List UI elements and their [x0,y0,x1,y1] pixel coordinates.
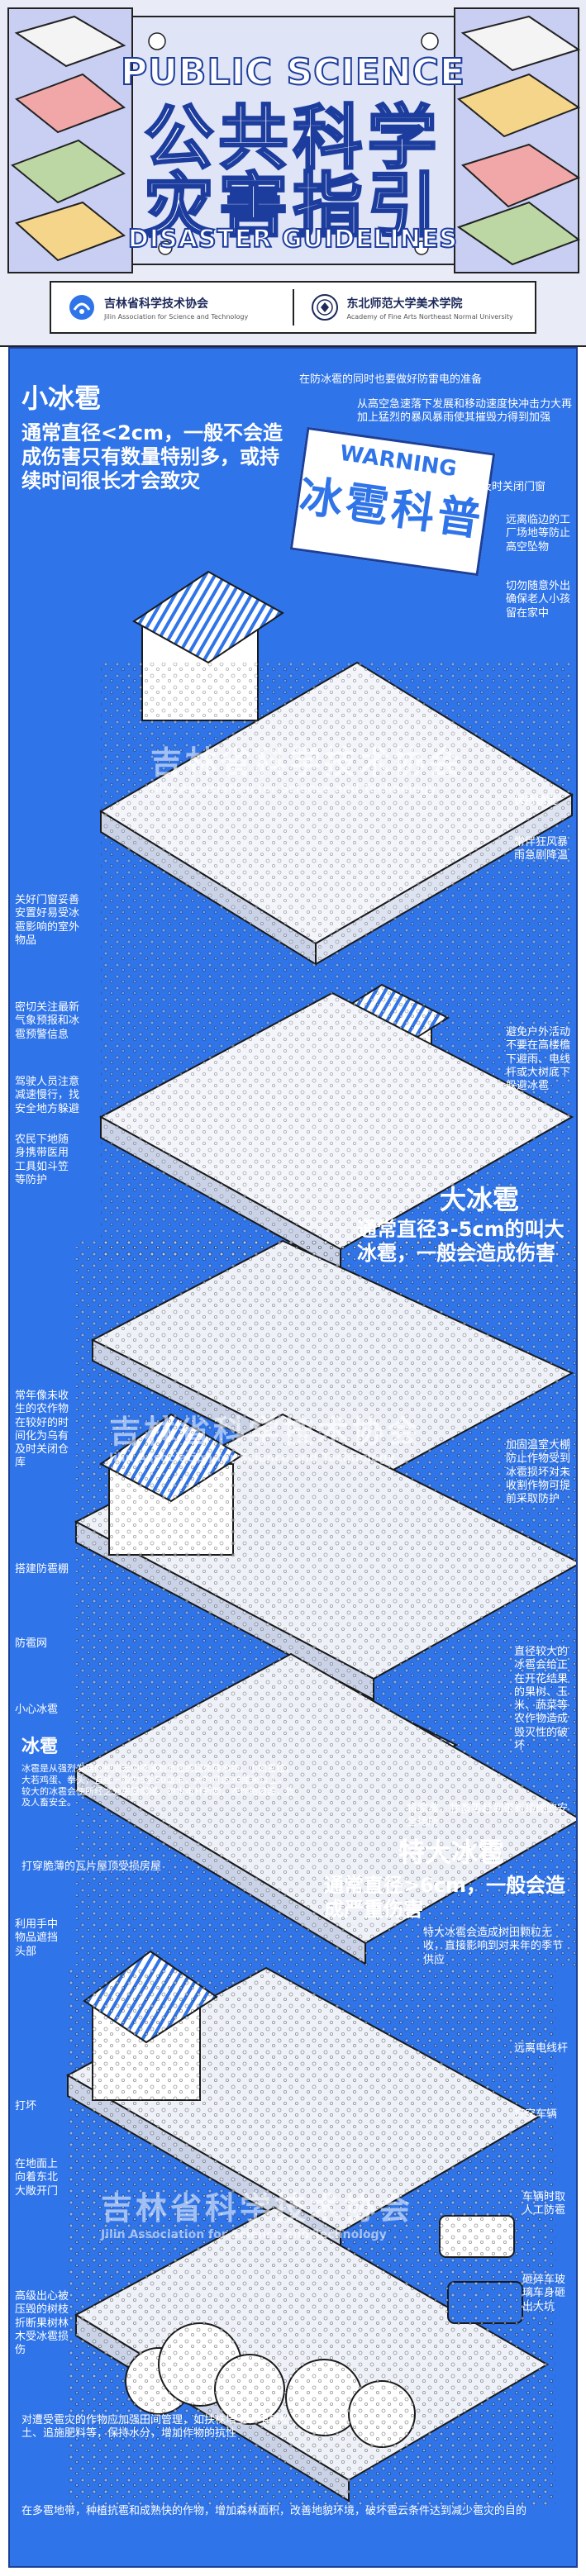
header-banner: PUBLIC SCIENCE 公共科学 灾害指引 DISASTER GUIDEL… [0,0,586,347]
hail-infographic-panel: WARNING 冰雹科普 吉林省科学技术协会 Jilin Association… [8,347,578,2568]
note-vehicle-damage: 打穿车辆 [514,2108,558,2121]
small-hail-description: 通常直径<2cm，一般不会造成伤害只有数量特别多，或持续时间很长才会致灾 [21,421,283,492]
warning-sign: WARNING 冰雹科普 [289,426,496,577]
note-drivers-slow-down: 驾驶人员注意减速慢行，找安全地方躲避 [15,1076,80,1115]
note-artificial-prevention: 车辆时取人工防雹 [522,2191,566,2217]
small-hail-overlay [101,663,572,1257]
note-farmers-protection: 农民下地随身携带医用工具如斗笠等防护 [15,1134,69,1186]
note-hail-net: 防雹网 [15,1637,48,1650]
note-avoid-poles: 远离电线杆 [514,2042,569,2055]
note-storm-cooling: 常伴狂风暴雨急剧降温 [514,836,569,863]
note-open-doors: 在地面上向着东北大敞开门 [15,2158,59,2198]
note-harvest-loss: 特大冰雹会造成树田颗粒无收，直接影响到对来年的季节供应 [423,1927,564,1966]
org1-name-en: Jilin Association for Science and Techno… [104,312,249,321]
watermark-3: 吉林省科学技术协会 Jilin Association for Science … [101,2190,414,2241]
org-jilin-association: 吉林省科学技术协会 Jilin Association for Science … [51,293,293,321]
header-doodle-illustration [7,7,581,273]
watermark-2: 吉林省科学技术协会 Jilin Association for Science … [109,1414,422,1465]
note-stay-indoors: 切勿随意外出确保老人小孩留在家中 [506,580,571,620]
org1-name-cn: 吉林省科学技术协会 [104,297,208,311]
note-weather-forecast: 密切关注最新气象预报和冰雹预警信息 [15,1001,80,1041]
small-hail-heading: 小冰雹 [21,383,102,414]
note-close-windows: 及时关闭门窗 [481,481,546,493]
note-build-hail-shed: 搭建防雹棚 [15,1563,69,1576]
watermark-1: 吉林省科学技术协会 Jilin Association for Science … [150,744,464,796]
organization-logo-bar: 吉林省科学技术协会 Jilin Association for Science … [50,281,536,334]
note-shelter-livestock: 将家禽、牲畜等赶到带有顶棚的安全场所 [407,1803,569,1829]
note-crops-ruined: 常年像未收生的农作物在较好的时间化为乌有及时关闭仓库 [15,1390,69,1470]
note-protect-head: 利用手中物品遮挡头部 [15,1918,59,1958]
note-smash: 打坏 [15,2100,37,2113]
note-hail-destructive-power: 从高空急速落下发展和移动速度快冲击力大再加上猛烈的暴风暴雨使其摧毁力得到加强 [357,398,573,425]
hail-definition-text: 冰雹是从强烈发展的积雨云中降落到地面的固体降水物，小如豆粒，大若鸡蛋、拳头，直径… [21,1763,294,1808]
note-reduce-hail-disaster: 在多雹地带，种植抗雹和成熟快的作物，增加森林面积，改善地貌环境，破坏雹云条件达到… [21,2505,527,2517]
note-roof-damage: 打穿脆薄的瓦片屋顶受损房屋 [21,1861,162,1873]
huge-hail-overlay [68,1968,555,2505]
title-english-bottom: DISASTER GUIDELINES [127,224,459,254]
note-fruit-tree-damage: 直径较大的冰雹会给正在开花结果的果树、玉米、蔬菜等农作物造成毁灭性的破坏 [514,1646,569,1752]
note-beware-hail: 小心冰雹 [15,1704,59,1716]
title-chinese-line2: 灾害指引 [143,164,442,248]
note-reinforce-greenhouse: 加固温室大棚防止作物受到冰雹损坏对未收割作物可提前采取防护 [506,1439,571,1505]
note-stay-calm: 保持镇定 [514,795,558,807]
note-avoid-outdoor-activity: 避免户外活动不要在高楼檐下避雨、电线杆或大树底下躲避冰雹 [506,1026,571,1092]
jilin-association-logo-icon [69,295,94,320]
note-thunder-prevention: 在防冰雹的同时也要做好防雷电的准备 [299,373,483,386]
title-chinese-line1: 公共科学 [143,97,442,180]
large-hail-description: 通常直径3-5cm的叫大冰雹，一般会造成伤害 [357,1218,565,1265]
title-english-top: PUBLIC SCIENCE [120,50,466,94]
note-avoid-falling-objects: 远离临边的工厂场地等防止高空坠物 [506,514,571,554]
academy-seal-icon [311,294,338,321]
note-car-glass-broken: 砸碎车玻璃车身砸出大坑 [522,2274,566,2313]
huge-hail-description: 通常直径>6cm，一般会造成严重伤害 [324,1874,566,1921]
large-hail-heading: 大冰雹 [440,1184,520,1215]
note-field-management: 对遭受雹灾的作物应加强田间管理，如扶株培土、中耕松土、追施肥料等，保持水分，增加… [21,2414,291,2441]
isometric-scene-illustration [65,570,576,2505]
hail-definition-heading: 冰雹 [21,1737,59,1757]
logo-divider [292,289,294,326]
org-northeast-normal-academy: 东北师范大学美术学院 Academy of Fine Arts Northeas… [294,293,536,321]
note-secure-outdoor-items: 关好门窗妥善安置好易受冰雹影响的室外物品 [15,894,80,947]
org2-name-cn: 东北师范大学美术学院 [346,297,463,311]
huge-hail-heading: 特大冰雹 [398,1837,505,1868]
note-trees-broken: 高级出心被压毁的树枝折断果树林木受冰雹损伤 [15,2290,69,2356]
large-hail-overlay [76,1241,576,1968]
org2-name-en: Academy of Fine Arts Northeast Normal Un… [346,312,513,321]
